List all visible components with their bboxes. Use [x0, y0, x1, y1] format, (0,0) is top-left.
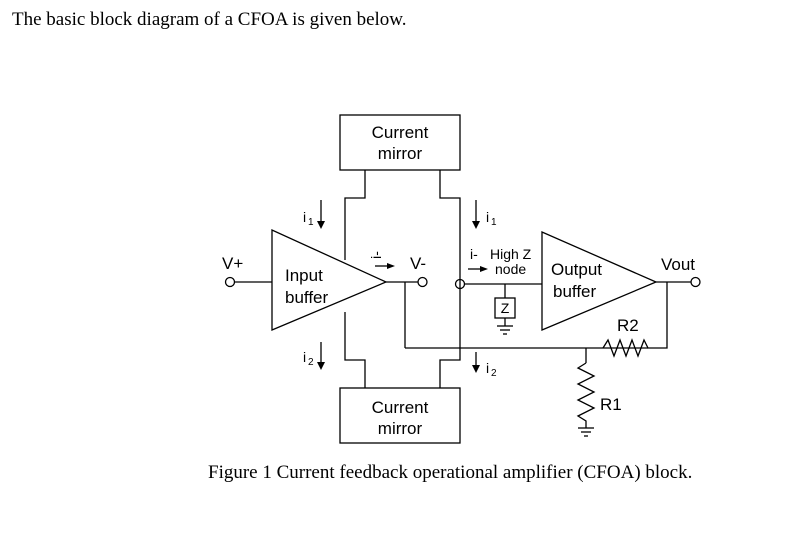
- arrow-down-icon: [472, 365, 480, 373]
- v-minus-label: V-: [410, 254, 426, 273]
- current-mirror-top-line2: mirror: [378, 144, 423, 163]
- high-z-line1: High Z: [490, 246, 532, 262]
- vout-terminal: Vout: [656, 255, 701, 349]
- current-mirror-bottom: Current mirror: [339, 387, 461, 444]
- feedback-wire: [404, 282, 648, 363]
- v-plus-label: V+: [222, 254, 243, 273]
- i1-output-label: i: [486, 209, 489, 225]
- input-buffer-line1: Input: [285, 266, 323, 285]
- input-buffer-line2: buffer: [285, 288, 329, 307]
- i2-output-sub: 2: [491, 368, 497, 379]
- current-mirror-top-line1: Current: [372, 123, 429, 142]
- high-z-node: i- High Z node Z: [454, 246, 542, 335]
- output-buffer-line1: Output: [551, 260, 602, 279]
- i-minus-label-left: i-: [368, 251, 384, 259]
- current-i1-output: i 1: [472, 200, 497, 229]
- current-mirror-bottom-line1: Current: [372, 398, 429, 417]
- figure-caption: Figure 1 Current feedback operational am…: [208, 462, 693, 483]
- i2-input-label: i: [303, 349, 306, 365]
- input-buffer: Input buffer: [271, 228, 388, 331]
- output-buffer-line2: buffer: [553, 282, 597, 301]
- mirror-wires: [344, 170, 461, 388]
- v-plus-terminal: V+: [222, 254, 272, 288]
- r1-resistor: R1: [576, 362, 622, 437]
- i1-input-sub: 1: [308, 217, 314, 228]
- current-mirror-bottom-line2: mirror: [378, 419, 423, 438]
- r1-label: R1: [600, 395, 622, 414]
- i1-output-sub: 1: [491, 217, 497, 228]
- r2-resistor: R2: [602, 316, 660, 358]
- i2-output-label: i: [486, 360, 489, 376]
- arrow-right-icon: [480, 266, 488, 272]
- arrow-down-icon: [317, 362, 325, 370]
- r2-label: R2: [617, 316, 639, 335]
- arrow-down-icon: [472, 221, 480, 229]
- current-i1-input: i 1: [303, 200, 325, 229]
- i-minus-label-right: i-: [470, 246, 478, 262]
- i2-input-sub: 2: [308, 357, 314, 368]
- current-i2-input: i 2: [303, 342, 325, 370]
- intro-text: The basic block diagram of a CFOA is giv…: [12, 9, 407, 30]
- v-minus-terminal: V- i-: [368, 251, 428, 288]
- i1-input-label: i: [303, 209, 306, 225]
- vout-label: Vout: [661, 255, 695, 274]
- high-z-line2: node: [495, 261, 526, 277]
- z-label: Z: [501, 300, 510, 316]
- arrow-right-icon: [387, 263, 395, 269]
- arrow-down-icon: [317, 221, 325, 229]
- output-buffer: Output buffer: [541, 231, 658, 331]
- current-i2-output: i 2: [472, 352, 497, 379]
- current-mirror-top: Current mirror: [339, 114, 461, 171]
